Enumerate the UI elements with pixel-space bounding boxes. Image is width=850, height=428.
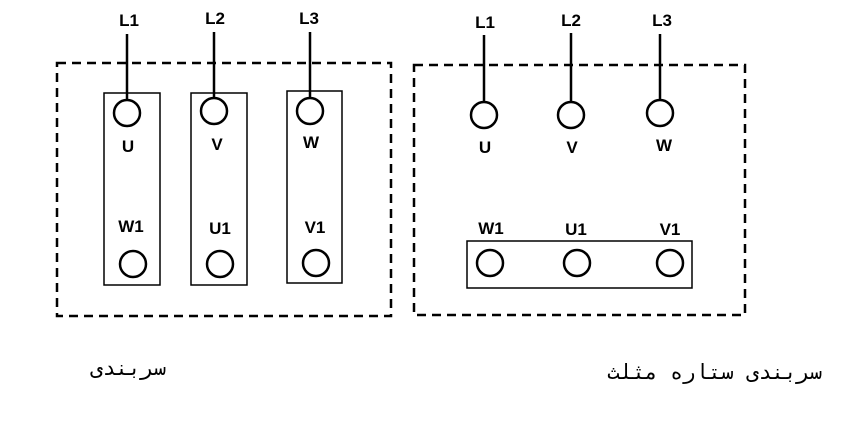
delta-terminal-v1 [301, 248, 331, 278]
delta-terminal-w1 [118, 249, 148, 279]
star-line-label-2: L2 [561, 11, 581, 30]
delta-terminal-u [112, 98, 142, 128]
delta-line-label-3: L3 [299, 9, 319, 28]
delta-jumper-strip-3 [286, 90, 343, 284]
delta-terminal-w [295, 96, 325, 126]
star-bridge-strip [466, 240, 693, 289]
star-terminal-u1 [562, 248, 592, 278]
delta-terminal-label-u1: U1 [209, 219, 231, 238]
delta-terminal-label-u: U [122, 137, 134, 156]
delta-terminal-label-w1: W1 [118, 217, 144, 236]
delta-dashed-enclosure [55, 61, 393, 318]
star-line-label-3: L3 [652, 11, 672, 30]
delta-jumper-strip-2 [190, 92, 248, 286]
star-terminal-label-u: U [479, 138, 491, 157]
star-terminal-label-w: W [656, 136, 673, 155]
delta-terminal-v [199, 96, 229, 126]
delta-terminal-label-v1: V1 [305, 218, 326, 237]
star-terminal-label-v: V [566, 138, 578, 157]
delta-terminal-label-w: W [303, 133, 320, 152]
star-caption: سربندی ستاره مثلث [607, 360, 822, 384]
star-terminal-v1 [655, 248, 685, 278]
delta-terminal-label-v: V [211, 135, 223, 154]
delta-terminal-u1 [205, 249, 235, 279]
star-terminal-label-w1: W1 [478, 219, 504, 238]
star-terminal-w [645, 98, 675, 128]
star-panel: L1 L2 L3 U V W W1 U1 V1 [412, 11, 747, 317]
star-dashed-enclosure [412, 63, 747, 317]
delta-caption: سربندی [90, 356, 166, 380]
delta-line-label-1: L1 [119, 11, 139, 30]
star-terminal-v [556, 100, 586, 130]
delta-panel: L1 L2 L3 U V W W1 U1 V1 [55, 9, 393, 318]
star-terminal-w1 [475, 248, 505, 278]
delta-line-label-2: L2 [205, 9, 225, 28]
star-terminal-label-v1: V1 [660, 220, 681, 239]
star-line-label-1: L1 [475, 13, 495, 32]
delta-jumper-strip-1 [103, 92, 161, 286]
star-terminal-label-u1: U1 [565, 220, 587, 239]
star-terminal-u [469, 100, 499, 130]
